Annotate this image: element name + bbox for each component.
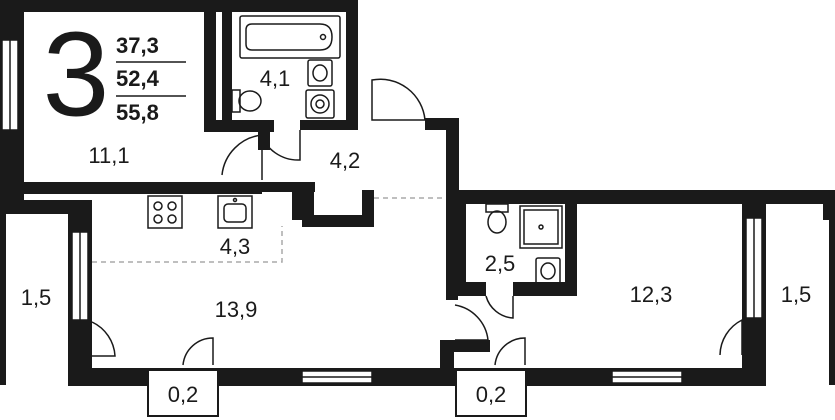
sink-icon: [307, 59, 333, 87]
niches: [147, 369, 527, 417]
room-living: 13,9: [215, 297, 258, 322]
room-count: 3: [43, 8, 110, 142]
toilet-small-icon: [485, 203, 509, 234]
area-total: 52,4: [116, 66, 160, 91]
stove-icon: [147, 195, 183, 229]
area-total-with-balconies: 55,8: [116, 100, 159, 125]
room-niche-right: 0,2: [476, 382, 507, 407]
toilet-icon: [231, 89, 262, 113]
room-bedroom-small: 11,1: [88, 143, 129, 168]
fixtures: [147, 15, 563, 285]
doors: [91, 78, 743, 366]
area-living: 37,3: [116, 33, 159, 58]
zone-lines: [92, 197, 446, 263]
shower-icon: [519, 205, 563, 249]
sink-small-icon: [535, 257, 561, 285]
room-bedroom-right: 12,3: [630, 282, 673, 307]
room-bathroom-main: 4,1: [260, 66, 291, 91]
room-niche-left: 0,2: [168, 382, 199, 407]
windows: [1, 39, 763, 384]
washing-machine-icon: [305, 89, 335, 119]
kitchen-sink-icon: [217, 195, 253, 229]
room-balcony-right: 1,5: [781, 282, 812, 307]
room-hallway: 4,2: [330, 148, 361, 173]
room-bathroom-small: 2,5: [485, 251, 516, 276]
walls: [0, 0, 835, 386]
bathtub-icon: [239, 15, 341, 59]
room-kitchen: 4,3: [220, 234, 251, 259]
room-balcony-left: 1,5: [21, 285, 52, 310]
